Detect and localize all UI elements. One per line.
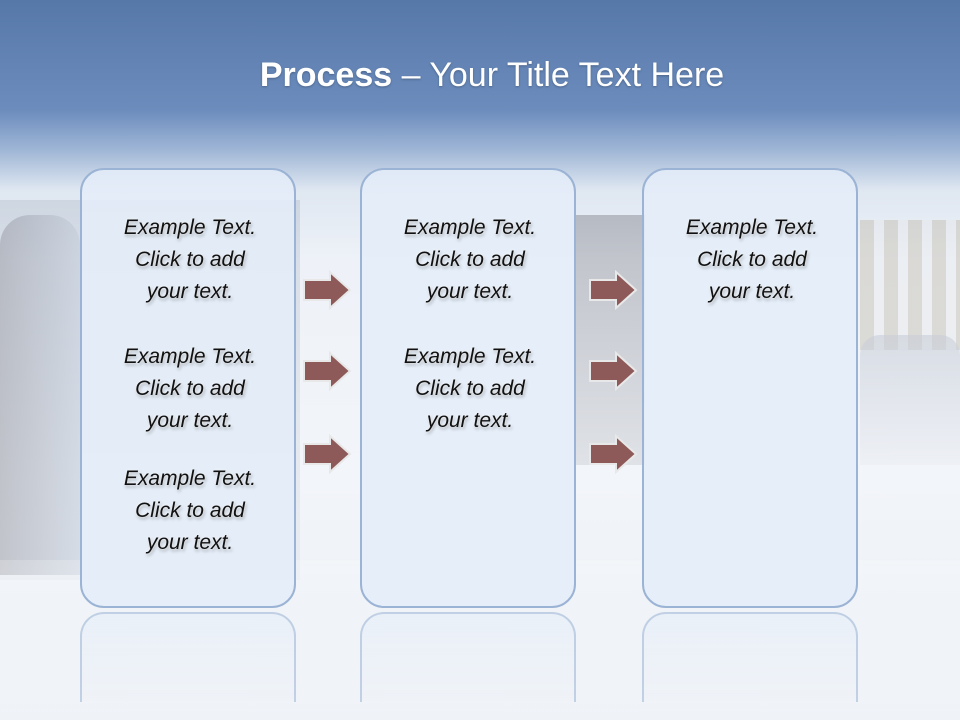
text-line: Example Text. — [685, 216, 819, 239]
text-line: Example Text. — [403, 345, 537, 368]
right-arrow-icon[interactable] — [588, 434, 638, 474]
right-arrow-icon[interactable] — [588, 351, 638, 391]
text-line: your text. — [426, 409, 514, 432]
text-line: Click to add — [415, 248, 525, 271]
text-placeholder[interactable]: Example Text. Click to add your text. — [362, 212, 578, 308]
text-placeholder[interactable]: Example Text. Click to add your text. — [362, 341, 578, 437]
text-line: Example Text. — [123, 467, 257, 490]
background-person-left — [0, 215, 80, 575]
slide-title-rest: – Your Title Text Here — [392, 56, 725, 94]
right-arrow-icon[interactable] — [302, 270, 352, 310]
column-reflection — [360, 612, 576, 702]
text-line: Click to add — [135, 248, 245, 271]
text-placeholder[interactable]: Example Text. Click to add your text. — [644, 212, 860, 308]
text-line: your text. — [146, 409, 234, 432]
text-line: Click to add — [697, 248, 807, 271]
text-line: Click to add — [135, 377, 245, 400]
background-crowd-right — [860, 335, 960, 465]
process-column-3[interactable]: Example Text. Click to add your text. — [642, 168, 858, 608]
right-arrow-icon[interactable] — [302, 434, 352, 474]
text-placeholder[interactable]: Example Text. Click to add your text. — [82, 341, 298, 437]
text-line: Example Text. — [123, 345, 257, 368]
background-arcade — [860, 220, 960, 350]
process-column-2[interactable]: Example Text. Click to add your text. Ex… — [360, 168, 576, 608]
column-reflection — [80, 612, 296, 702]
slide-title-bold: Process — [259, 56, 393, 94]
text-line: Click to add — [135, 499, 245, 522]
text-line: Example Text. — [403, 216, 537, 239]
process-column-1[interactable]: Example Text. Click to add your text. Ex… — [80, 168, 296, 608]
text-placeholder[interactable]: Example Text. Click to add your text. — [82, 463, 298, 559]
right-arrow-icon[interactable] — [588, 270, 638, 310]
text-line: your text. — [146, 280, 234, 303]
text-line: Example Text. — [123, 216, 257, 239]
right-arrow-icon[interactable] — [302, 351, 352, 391]
column-reflection — [642, 612, 858, 702]
slide-title[interactable]: Process – Your Title Text Here — [0, 52, 960, 98]
text-line: your text. — [708, 280, 796, 303]
text-line: your text. — [426, 280, 514, 303]
text-line: your text. — [146, 531, 234, 554]
text-placeholder[interactable]: Example Text. Click to add your text. — [82, 212, 298, 308]
background-kaaba — [575, 215, 645, 465]
text-line: Click to add — [415, 377, 525, 400]
